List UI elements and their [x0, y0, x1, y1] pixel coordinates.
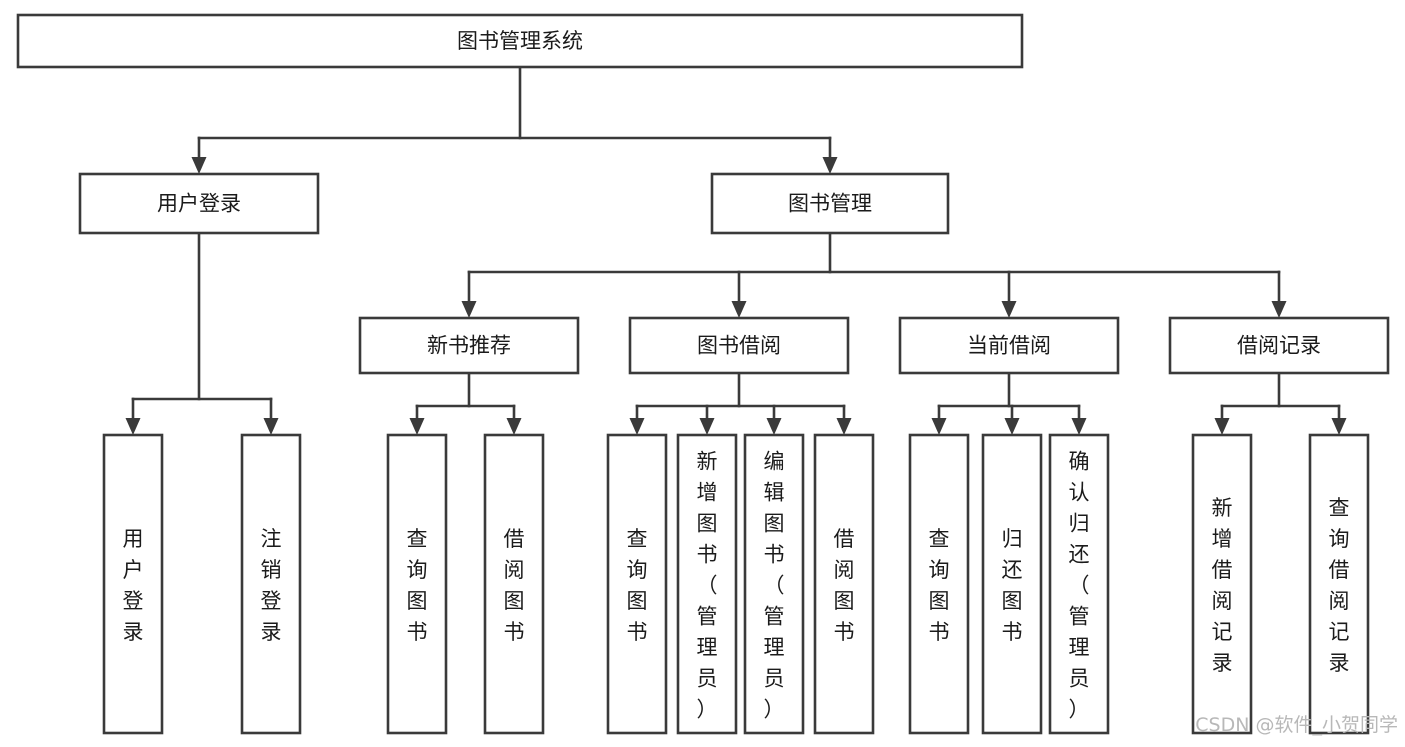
node-box-bookmgmt [710, 172, 950, 235]
node-label-login: 用户登录 [157, 192, 241, 216]
connector-conn-login [125, 231, 279, 435]
node-label-leaf-12: 新增借阅记录 [1212, 496, 1233, 675]
node-box-leaf-11 [1048, 433, 1110, 735]
node-leaf-8[interactable]: 借阅图书 [813, 433, 875, 735]
node-label-leaf-13: 查询借阅记录 [1329, 496, 1350, 675]
arrow-head-icon [1004, 418, 1020, 435]
arrow-head-icon [1001, 301, 1017, 318]
arrow-head-icon [731, 301, 747, 318]
connector-layer [125, 65, 1347, 435]
node-label-leaf-6: 新增图书（管理员） [697, 450, 718, 722]
arrow-head-icon [1214, 418, 1230, 435]
node-label-leaf-9: 查询图书 [929, 527, 950, 644]
connector-conn-root [191, 65, 838, 174]
node-label-leaf-5: 查询图书 [627, 527, 648, 644]
connector-conn-current [931, 371, 1087, 435]
arrow-head-icon [191, 157, 207, 174]
node-box-login [78, 172, 320, 235]
node-newbooks[interactable]: 新书推荐 [358, 316, 580, 375]
node-box-leaf-13 [1308, 433, 1370, 735]
node-label-current: 当前借阅 [967, 334, 1051, 358]
arrow-head-icon [506, 418, 522, 435]
node-leaf-12[interactable]: 新增借阅记录 [1191, 433, 1253, 735]
node-root[interactable]: 图书管理系统 [16, 13, 1024, 69]
arrow-head-icon [699, 418, 715, 435]
node-login[interactable]: 用户登录 [78, 172, 320, 235]
node-leaf-1[interactable]: 用户登录 [102, 433, 164, 735]
node-box-leaf-7 [743, 433, 805, 735]
node-box-records [1168, 316, 1390, 375]
node-label-leaf-10: 归还图书 [1002, 527, 1023, 644]
node-leaf-2[interactable]: 注销登录 [240, 433, 302, 735]
connector-conn-records [1214, 371, 1347, 435]
arrow-head-icon [766, 418, 782, 435]
connector-conn-borrow [629, 371, 852, 435]
arrow-head-icon [1331, 418, 1347, 435]
node-label-newbooks: 新书推荐 [427, 334, 511, 358]
node-leaf-10[interactable]: 归还图书 [981, 433, 1043, 735]
node-box-root [16, 13, 1024, 69]
node-box-leaf-10 [981, 433, 1043, 735]
node-box-leaf-2 [240, 433, 302, 735]
arrow-head-icon [125, 418, 141, 435]
arrow-head-icon [409, 418, 425, 435]
watermark-label: CSDN @软件_小贺同学 [1195, 714, 1398, 736]
node-box-current [898, 316, 1120, 375]
node-box-leaf-9 [908, 433, 970, 735]
node-box-leaf-5 [606, 433, 668, 735]
node-box-leaf-3 [386, 433, 448, 735]
node-box-leaf-4 [483, 433, 545, 735]
node-layer: 图书管理系统用户登录图书管理新书推荐图书借阅当前借阅借阅记录用户登录注销登录查询… [16, 13, 1390, 735]
node-label-leaf-7: 编辑图书（管理员） [764, 450, 785, 722]
node-leaf-3[interactable]: 查询图书 [386, 433, 448, 735]
arrow-head-icon [931, 418, 947, 435]
node-leaf-7[interactable]: 编辑图书（管理员） [743, 433, 805, 735]
node-label-root: 图书管理系统 [457, 29, 583, 53]
arrow-head-icon [263, 418, 279, 435]
node-borrow[interactable]: 图书借阅 [628, 316, 850, 375]
node-leaf-5[interactable]: 查询图书 [606, 433, 668, 735]
node-records[interactable]: 借阅记录 [1168, 316, 1390, 375]
arrow-head-icon [461, 301, 477, 318]
connector-conn-newbooks [409, 371, 522, 435]
node-leaf-6[interactable]: 新增图书（管理员） [676, 433, 738, 735]
node-label-leaf-4: 借阅图书 [504, 527, 525, 644]
node-label-borrow: 图书借阅 [697, 334, 781, 358]
arrow-head-icon [836, 418, 852, 435]
node-box-leaf-1 [102, 433, 164, 735]
node-leaf-9[interactable]: 查询图书 [908, 433, 970, 735]
node-box-newbooks [358, 316, 580, 375]
node-label-leaf-3: 查询图书 [407, 527, 428, 644]
node-box-leaf-8 [813, 433, 875, 735]
node-leaf-13[interactable]: 查询借阅记录 [1308, 433, 1370, 735]
connector-conn-bookmgmt [461, 231, 1287, 318]
node-label-leaf-11: 确认归还（管理员） [1069, 450, 1090, 722]
arrow-head-icon [629, 418, 645, 435]
node-box-leaf-12 [1191, 433, 1253, 735]
node-box-borrow [628, 316, 850, 375]
node-label-records: 借阅记录 [1237, 334, 1321, 358]
node-leaf-4[interactable]: 借阅图书 [483, 433, 545, 735]
node-current[interactable]: 当前借阅 [898, 316, 1120, 375]
node-label-leaf-2: 注销登录 [261, 527, 282, 644]
node-box-leaf-6 [676, 433, 738, 735]
node-label-leaf-8: 借阅图书 [834, 527, 855, 644]
arrow-head-icon [1071, 418, 1087, 435]
arrow-head-icon [1271, 301, 1287, 318]
node-leaf-11[interactable]: 确认归还（管理员） [1048, 433, 1110, 735]
node-bookmgmt[interactable]: 图书管理 [710, 172, 950, 235]
node-label-leaf-1: 用户登录 [123, 527, 144, 644]
node-label-bookmgmt: 图书管理 [788, 192, 872, 216]
arrow-head-icon [822, 157, 838, 174]
